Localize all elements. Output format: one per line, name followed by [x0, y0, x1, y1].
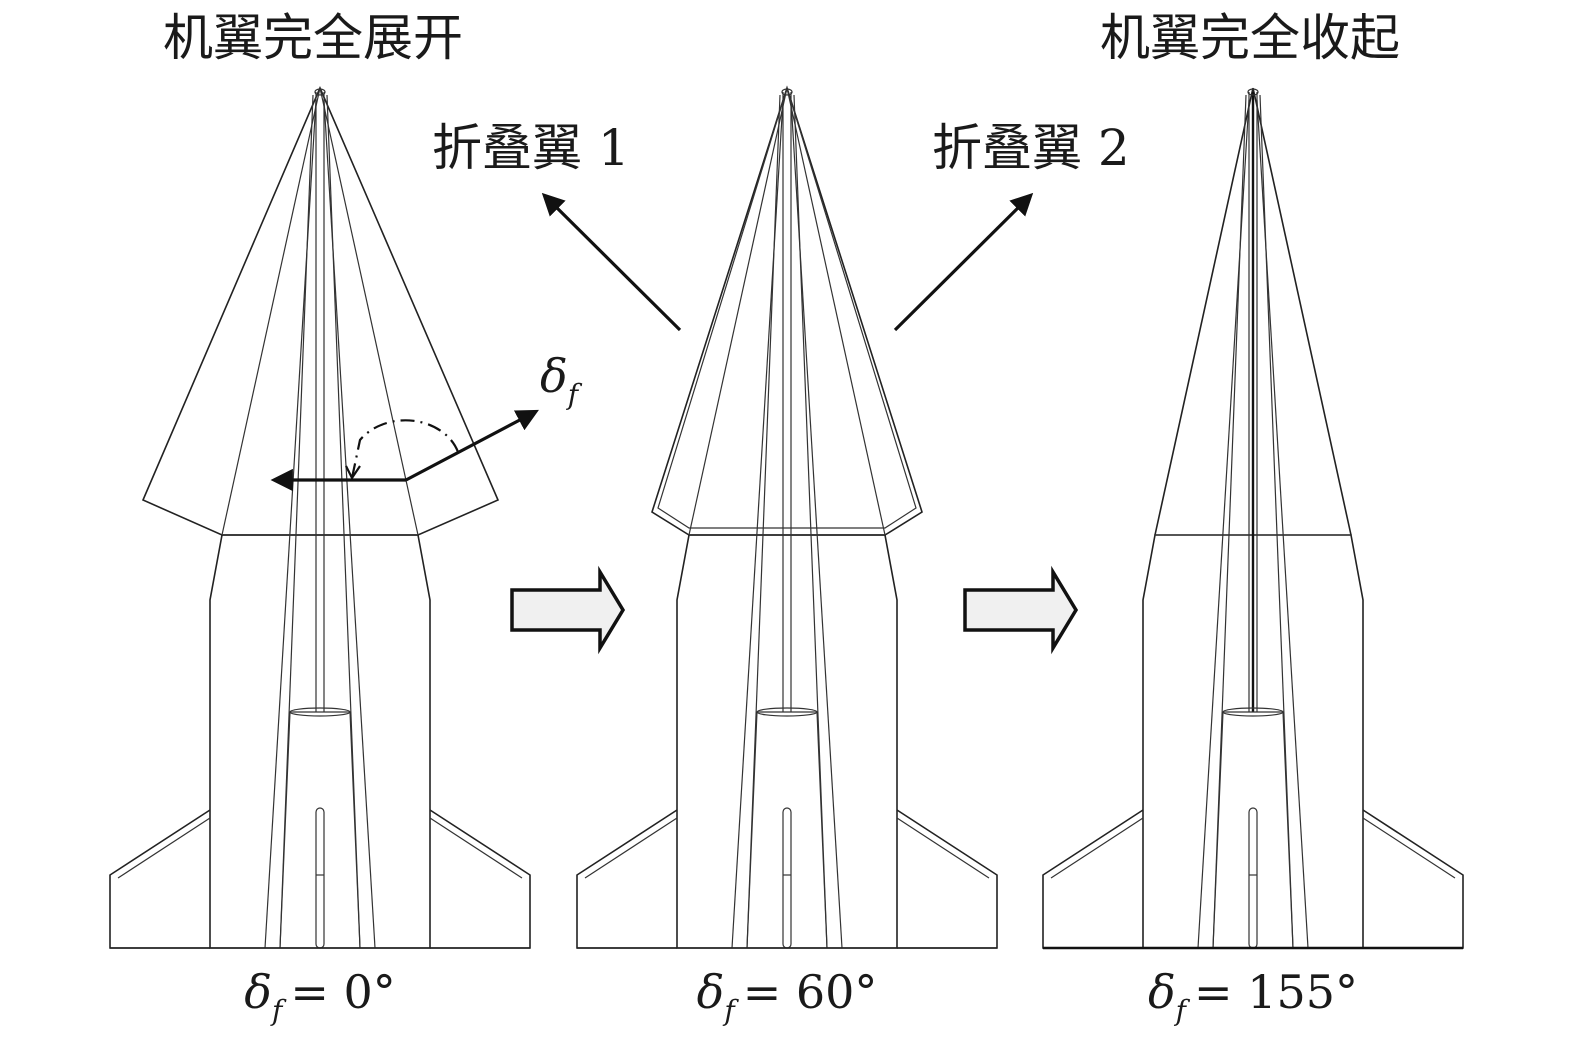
tail-fin-left — [109, 809, 211, 949]
callout-folding-wing-2: 折叠翼 2 — [932, 119, 1130, 177]
missile-intermediate — [576, 85, 998, 949]
callout-folding-wing-1: 折叠翼 1 — [432, 119, 630, 177]
missile-stowed — [1042, 87, 1464, 950]
tail-fin-left — [576, 809, 678, 949]
callout-arrow-wing-2 — [893, 192, 1034, 332]
fold-angle-arc — [350, 419, 460, 479]
angle-label-intermediate: δf= 60° — [697, 965, 878, 1027]
delta-f-symbol: δf — [540, 349, 583, 411]
callout-arrow-wing-1 — [541, 192, 682, 332]
title-wings-stowed: 机翼完全收起 — [1100, 9, 1400, 67]
tail-fin-right — [429, 809, 531, 949]
fuselage — [676, 534, 898, 949]
partially-folded-wing-outline — [651, 85, 923, 536]
tail-fin-right — [896, 809, 998, 949]
missile-deployed: δf — [109, 85, 583, 949]
deployed-wing-outline — [141, 85, 500, 536]
angle-label-stowed: δf= 155° — [1148, 965, 1358, 1027]
title-wings-deployed: 机翼完全展开 — [163, 9, 463, 67]
fuselage — [209, 534, 431, 949]
tail-fin-right — [1362, 809, 1464, 949]
angle-label-deployed: δf= 0° — [244, 965, 396, 1027]
transition-arrow-1 — [510, 565, 626, 655]
fold-direction-arrow — [405, 409, 539, 482]
transition-arrow-2 — [963, 565, 1079, 655]
tail-fin-left — [1042, 809, 1144, 949]
